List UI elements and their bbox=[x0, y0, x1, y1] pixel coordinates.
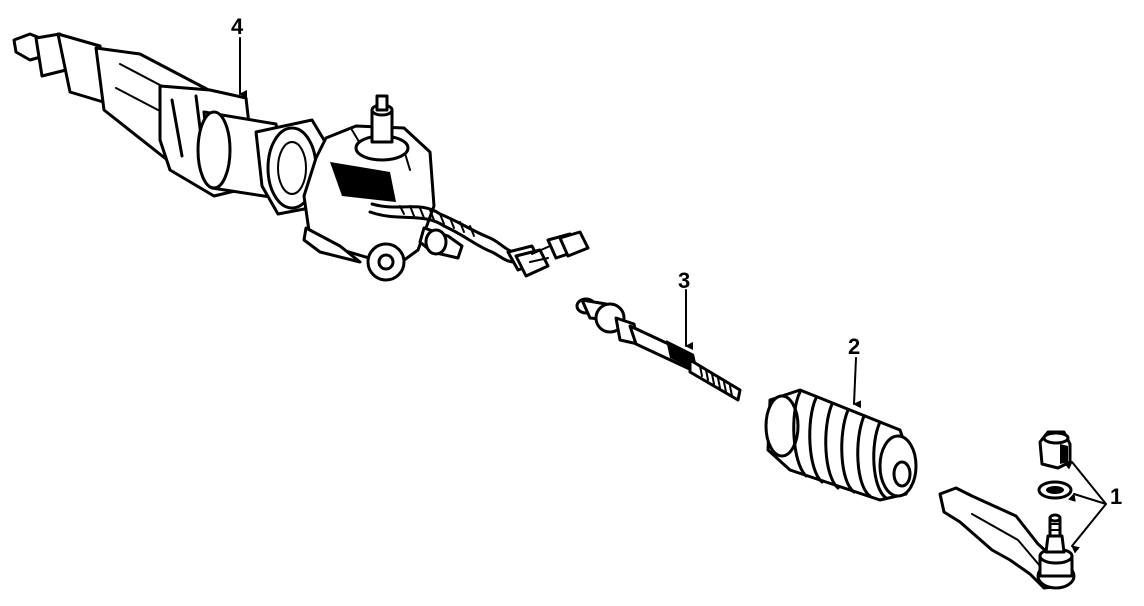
callout-3: 3 bbox=[678, 268, 690, 293]
callout-1: 1 bbox=[1110, 484, 1122, 509]
steering-gear-assembly bbox=[12, 32, 590, 282]
callout-4: 4 bbox=[231, 14, 244, 39]
callout-leaders bbox=[239, 37, 1107, 554]
leader-1b bbox=[1068, 493, 1107, 505]
outer-tie-rod-end bbox=[938, 430, 1076, 590]
leader-2 bbox=[853, 357, 862, 409]
leader-1a bbox=[1064, 461, 1107, 505]
inner-tie-rod bbox=[575, 297, 742, 402]
callout-2: 2 bbox=[848, 334, 860, 359]
leader-1c bbox=[1071, 503, 1107, 554]
rack-boot bbox=[764, 388, 918, 502]
